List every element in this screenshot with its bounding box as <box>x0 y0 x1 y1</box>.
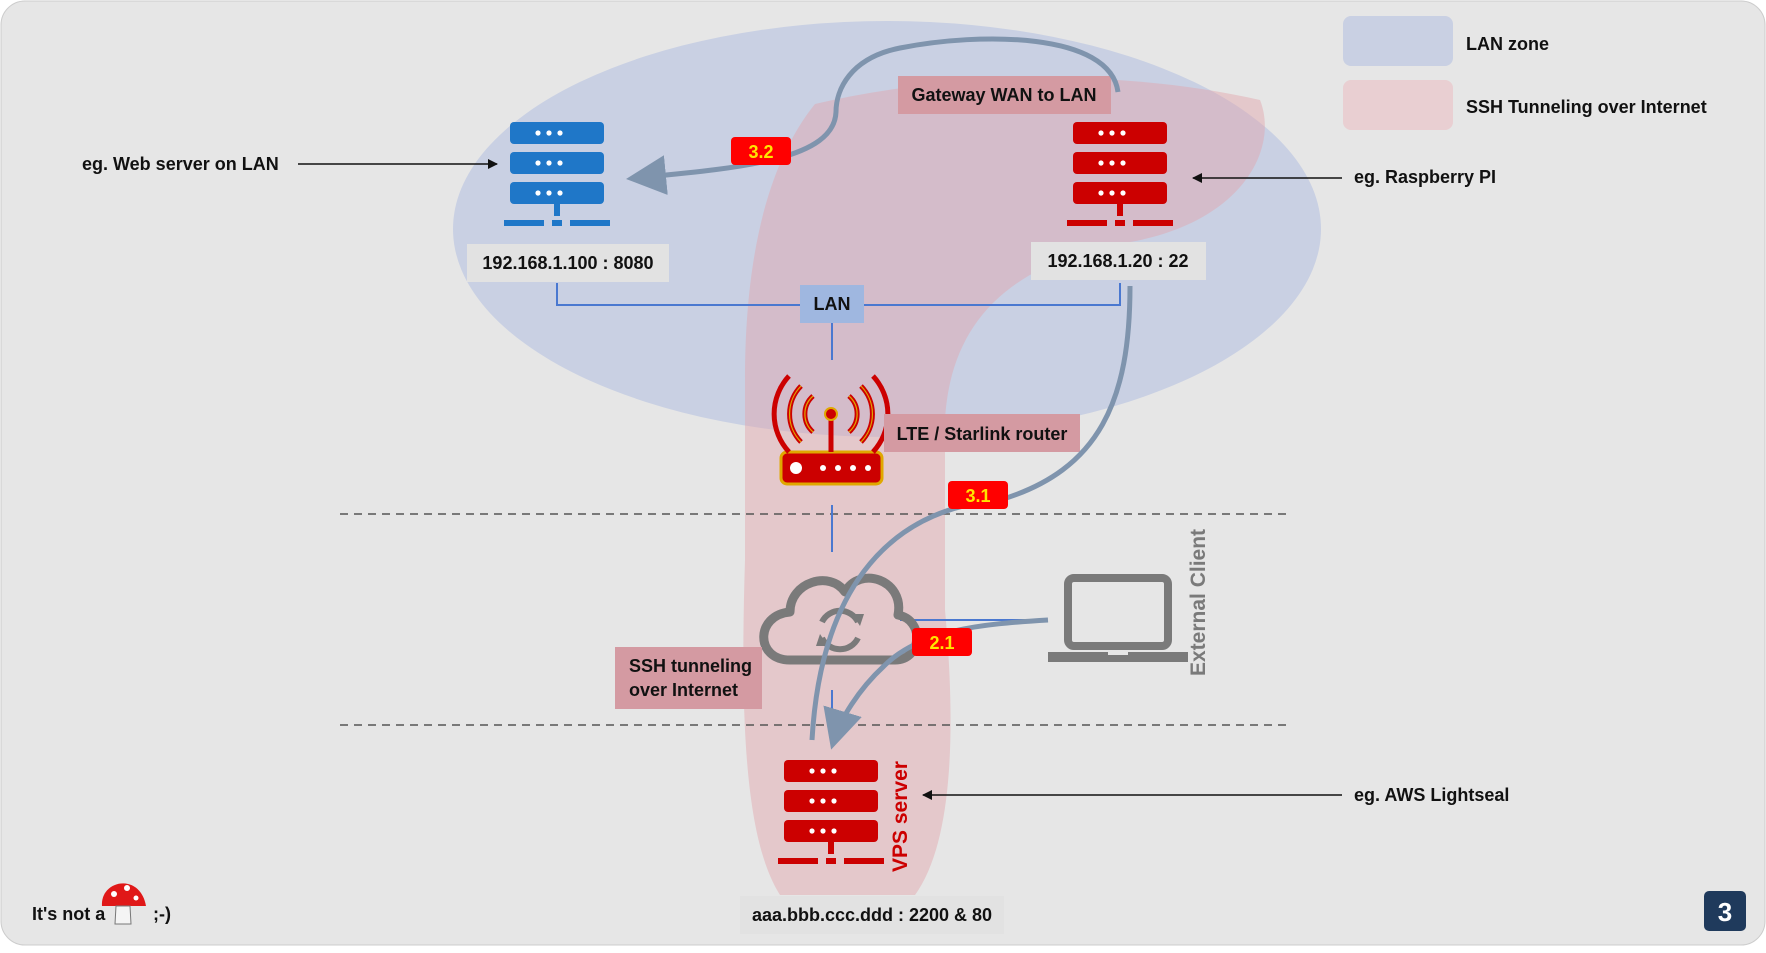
gateway-label: Gateway WAN to LAN <box>911 85 1096 105</box>
vps-ip-box <box>740 896 1004 934</box>
aws-note: eg. AWS Lightseal <box>1354 785 1509 805</box>
page-number: 3 <box>1718 897 1732 927</box>
legend-lan-swatch <box>1343 16 1453 66</box>
legend-ssh-swatch <box>1343 80 1453 130</box>
page-number-badge <box>1704 891 1746 931</box>
badge-3-1-label: 3.1 <box>965 486 990 506</box>
lte-router-label-box <box>884 414 1080 452</box>
pi-ip-label: 192.168.1.20 : 22 <box>1047 251 1188 271</box>
lte-router-label: LTE / Starlink router <box>897 424 1068 444</box>
badge-3-2 <box>731 137 791 165</box>
pi-ip-box <box>1031 242 1206 280</box>
badge-2-1 <box>912 628 972 656</box>
footer-left-text: It's not a <box>32 904 106 924</box>
web-ip-label: 192.168.1.100 : 8080 <box>482 253 653 273</box>
lte-router-icon <box>771 374 891 486</box>
legend-lan-label: LAN zone <box>1466 34 1549 54</box>
gateway-label-box <box>898 76 1111 114</box>
lan-label: LAN <box>814 294 851 314</box>
lan-box <box>800 285 864 323</box>
web-ip-box <box>467 244 669 282</box>
badge-3-1 <box>948 481 1008 509</box>
legend-ssh-label: SSH Tunneling over Internet <box>1466 97 1707 117</box>
raspberry-note: eg. Raspberry PI <box>1354 167 1496 187</box>
ssh-tunnel-zone <box>743 77 1265 895</box>
tunnel-arrow-2-1 <box>823 617 1049 750</box>
vps-ip-label: aaa.bbb.ccc.ddd : 2200 & 80 <box>752 905 992 925</box>
ssh-tunneling-label-line1: SSH tunneling <box>629 656 752 676</box>
footer-right-text: ;-) <box>153 904 171 924</box>
vps-server-label: VPS server <box>889 761 912 872</box>
badge-3-2-label: 3.2 <box>748 142 773 162</box>
ssh-tunneling-label-box <box>615 647 762 709</box>
web-server-note: eg. Web server on LAN <box>82 154 279 174</box>
laptop-icon <box>1048 574 1188 662</box>
external-client-label: External Client <box>1187 529 1210 676</box>
ssh-tunneling-label-line2: over Internet <box>629 680 738 700</box>
mushroom-icon <box>101 883 146 925</box>
badge-2-1-label: 2.1 <box>929 633 954 653</box>
